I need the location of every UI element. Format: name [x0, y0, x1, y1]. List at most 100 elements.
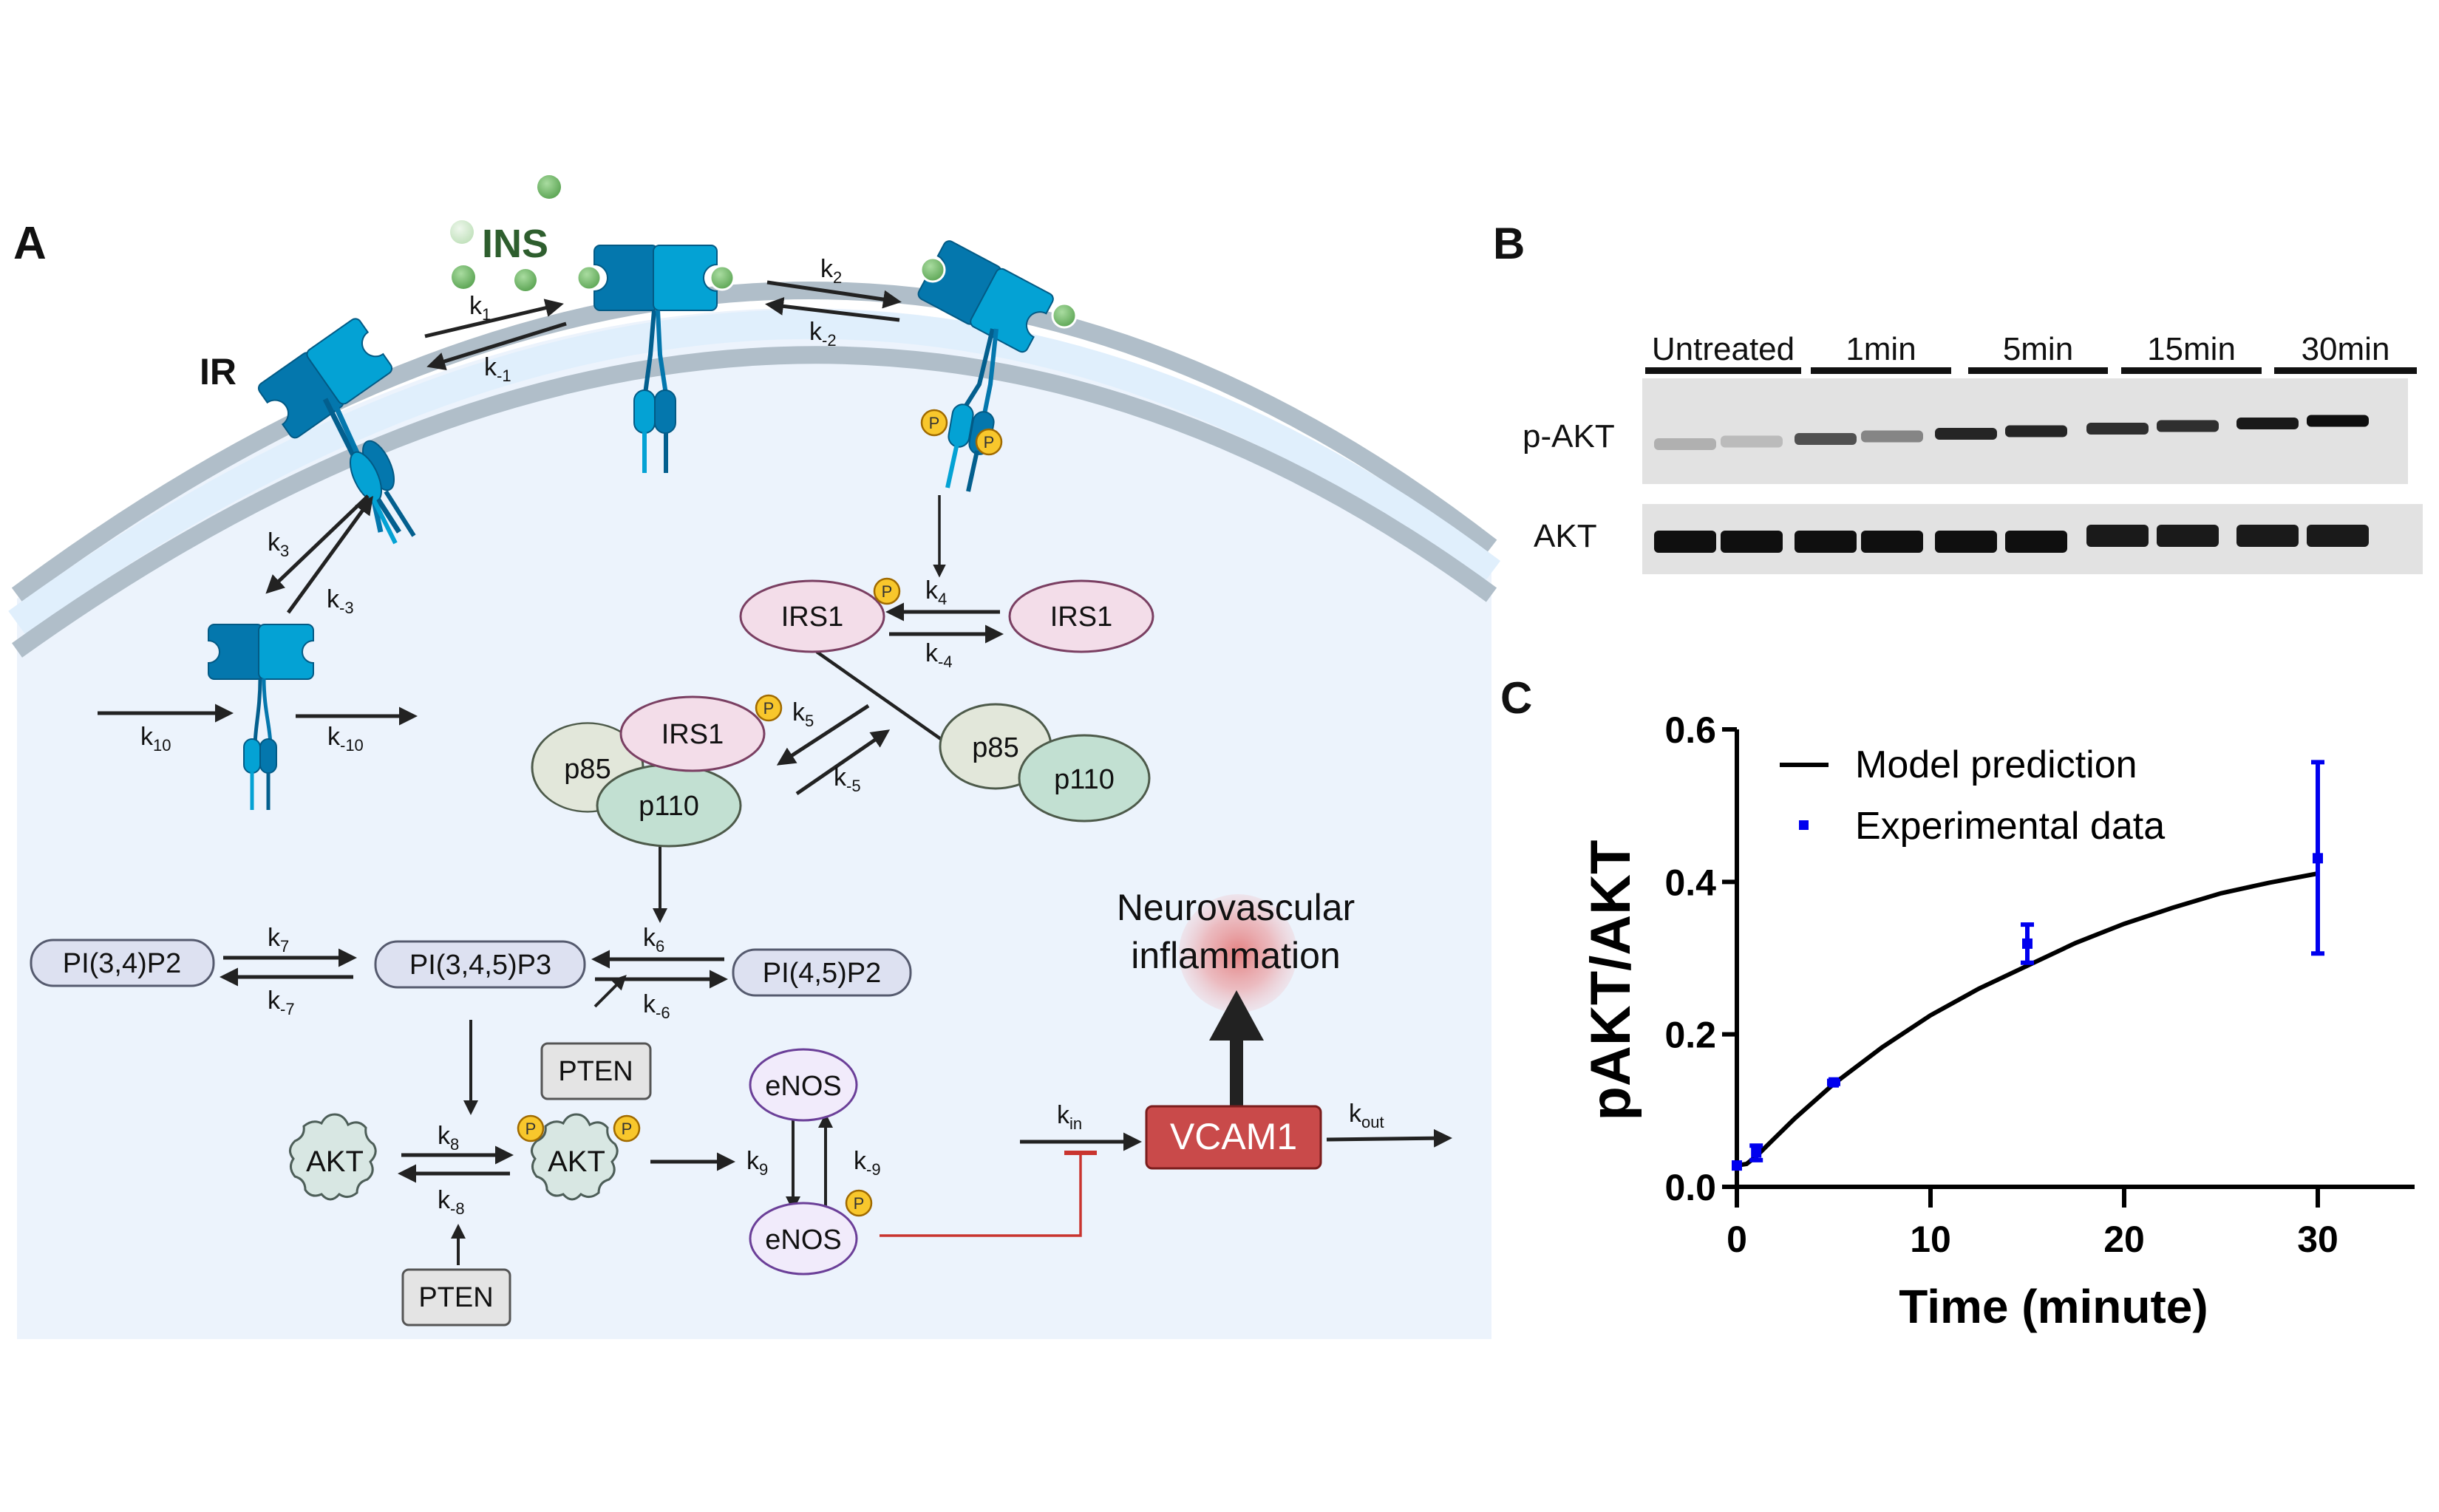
blot-band — [1795, 433, 1857, 445]
svg-text:PI(4,5)P2: PI(4,5)P2 — [763, 958, 882, 989]
x-tick-label: 20 — [2103, 1219, 2145, 1260]
node-irs1: IRS1 — [1008, 579, 1154, 653]
y-axis-label: pAKT/AKT — [1579, 840, 1642, 1121]
panel-a: A INS IR — [8, 175, 1501, 1339]
node-irs1-pi3k-complex: p85 p110 IRS1 — [531, 694, 783, 848]
rate-k-4: k-4 — [925, 639, 953, 671]
rate-k4: k4 — [925, 576, 947, 608]
rate-kin: kin — [1057, 1101, 1082, 1133]
blot-band — [1654, 531, 1716, 553]
cell-membrane-inner — [12, 346, 1497, 658]
bands-pakt — [1654, 415, 2369, 450]
rate-k8: k8 — [438, 1122, 459, 1154]
rate-k1: k1 — [469, 292, 491, 324]
y-tick-label: 0.4 — [1664, 862, 1716, 903]
panel-a-label: A — [13, 218, 47, 269]
node-enos: eNOS — [749, 1048, 858, 1122]
svg-text:p85: p85 — [564, 754, 610, 785]
lane-underline — [1968, 367, 2108, 374]
rate-k-9: k-9 — [854, 1147, 881, 1179]
insulin-receptor-phosphorylated — [917, 240, 1078, 492]
blot-band — [1935, 428, 1997, 440]
x-tick-label: 0 — [1727, 1219, 1747, 1260]
node-pten-2: PTEN — [401, 1268, 511, 1327]
blot-band — [1654, 438, 1716, 450]
data-point — [1829, 1077, 1839, 1088]
row-label-pakt: p-AKT — [1523, 418, 1615, 454]
node-pten-1: PTEN — [540, 1042, 652, 1100]
lane-underline — [1811, 367, 1951, 374]
blot-band — [1721, 531, 1783, 553]
blot-band — [2157, 420, 2219, 432]
x-tick-label: 10 — [1910, 1219, 1951, 1260]
data-point — [2313, 853, 2323, 864]
lane-underline — [1645, 367, 1801, 374]
node-pi34p2: PI(3,4)P2 — [30, 939, 215, 987]
outcome-label-line2: inflammation — [1131, 935, 1340, 976]
svg-text:VCAM1: VCAM1 — [1170, 1116, 1297, 1157]
rate-k2: k2 — [820, 255, 842, 287]
cell-cytoplasm — [17, 308, 1491, 1339]
svg-text:PTEN: PTEN — [558, 1056, 633, 1087]
phospho-icon — [517, 1114, 545, 1142]
rate-k5: k5 — [792, 698, 814, 730]
insulin-icon — [537, 175, 561, 199]
vcam1-arrowhead — [1209, 990, 1264, 1041]
panel-b-label: B — [1493, 219, 1525, 268]
node-pi3k-free: p85 p110 — [939, 703, 1151, 823]
phospho-icon — [873, 577, 901, 605]
data-point — [2022, 938, 2032, 949]
reaction-arrows — [98, 280, 1452, 1265]
svg-text:p85: p85 — [972, 732, 1018, 763]
data-point — [1732, 1160, 1742, 1171]
data-point — [1751, 1147, 1762, 1158]
rate-k-6: k-6 — [643, 990, 670, 1022]
rate-k7: k7 — [268, 924, 289, 956]
node-akt-phosphorylated: AKT — [517, 1113, 641, 1201]
x-axis-label: Time (minute) — [1899, 1280, 2208, 1333]
rate-k-1: k-1 — [484, 353, 511, 385]
blot-band — [2236, 418, 2299, 429]
lane-underline — [2121, 367, 2262, 374]
node-enos-phosphorylated: eNOS — [749, 1189, 873, 1276]
svg-text:eNOS: eNOS — [765, 1071, 841, 1102]
insulin-icon — [452, 265, 475, 289]
svg-text:PI(3,4)P2: PI(3,4)P2 — [63, 948, 182, 979]
node-pi45p2: PI(4,5)P2 — [732, 948, 912, 997]
blot-band — [2236, 525, 2299, 547]
blot-band — [1861, 531, 1923, 553]
svg-text:IRS1: IRS1 — [1050, 602, 1112, 633]
insulin-molecules — [450, 175, 561, 291]
outcome-label-line1: Neurovascular — [1117, 887, 1355, 928]
rate-k9: k9 — [746, 1147, 768, 1179]
svg-text:p110: p110 — [639, 791, 699, 822]
svg-text:AKT: AKT — [306, 1145, 364, 1178]
phospho-icon — [975, 428, 1003, 456]
blot-band — [1935, 531, 1997, 553]
node-pi345p3: PI(3,4,5)P3 — [374, 940, 586, 989]
node-irs1-phosphorylated: IRS1 — [739, 577, 901, 653]
phospho-icon — [920, 409, 948, 437]
blot-band — [2086, 525, 2149, 547]
lane-underline — [2274, 367, 2417, 374]
rate-k-7: k-7 — [268, 987, 295, 1018]
inhibition-line — [880, 1153, 1082, 1237]
blot-band — [1861, 430, 1923, 443]
panel-c-label: C — [1500, 673, 1532, 723]
blot-band — [2157, 525, 2219, 547]
rate-k-3: k-3 — [327, 585, 354, 617]
blot-band — [1721, 435, 1783, 448]
ins-label: INS — [482, 222, 548, 266]
rate-labels: k1 k-1 k2 k-2 k3 k-3 k10 k-10 k4 k-4 k5 … — [140, 255, 1384, 1218]
ir-label: IR — [200, 351, 237, 392]
insulin-icon — [514, 269, 537, 291]
insulin-receptor-bound — [576, 245, 735, 473]
node-vcam1: VCAM1 — [1145, 1105, 1322, 1170]
blot-band — [2005, 425, 2067, 437]
